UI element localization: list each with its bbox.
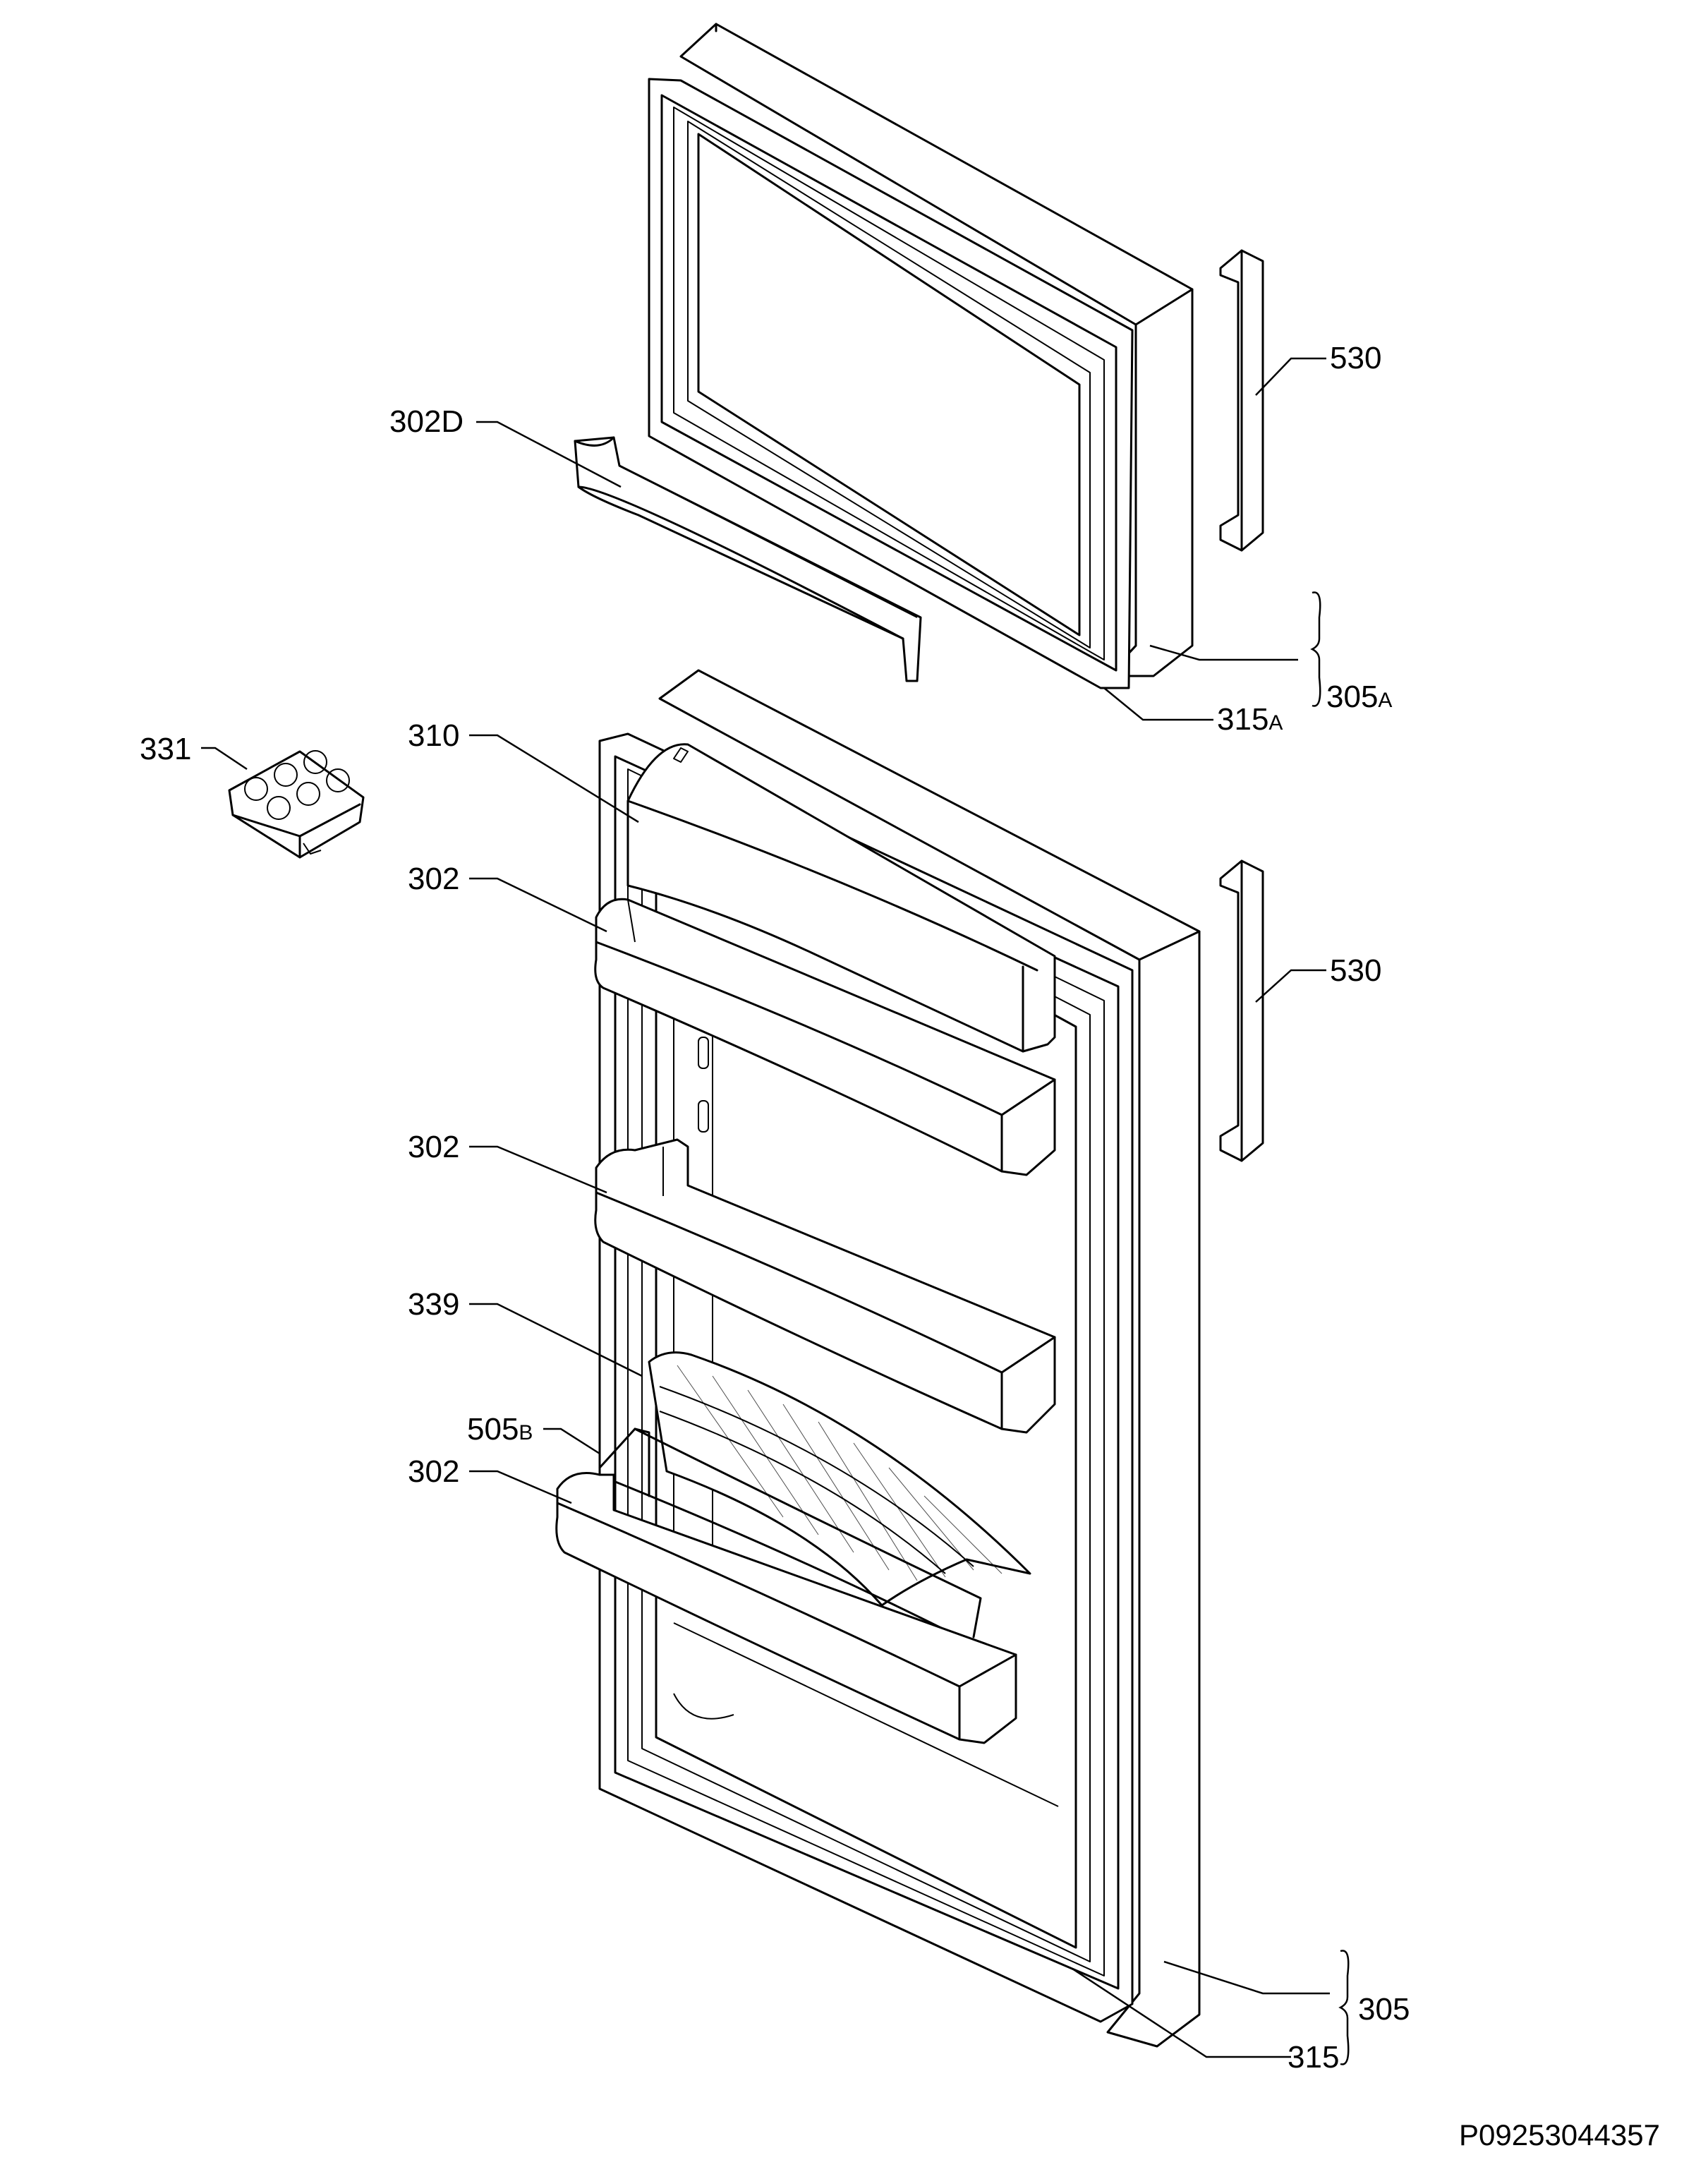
- label-530-bottom: 530: [1330, 953, 1381, 988]
- label-505b: 505B: [467, 1412, 533, 1447]
- label-305a: 305A: [1326, 680, 1392, 714]
- fridge-door-shelf-2: [594, 1138, 1056, 1434]
- label-315a: 315A: [1217, 702, 1283, 737]
- fridge-door-shelf-3: [555, 1472, 1017, 1744]
- label-339: 339: [408, 1287, 459, 1322]
- bottle-retainer: [598, 1427, 982, 1638]
- label-302d: 302D: [389, 404, 464, 439]
- fridge-door-shelf-1: [594, 898, 1056, 1176]
- freezer-door-handle: [1219, 249, 1264, 552]
- label-530-top: 530: [1330, 341, 1381, 375]
- label-302-shelf1: 302: [408, 862, 459, 896]
- fridge-door-handle: [1219, 859, 1264, 1162]
- label-302-shelf2: 302: [408, 1130, 459, 1164]
- part-labels: 530 302D 315A 305A 331 310 302 530 302 3…: [140, 341, 1660, 2151]
- egg-tray: [228, 750, 365, 859]
- label-305: 305: [1358, 1992, 1410, 2027]
- drawing-code: P09253044357: [1459, 2118, 1660, 2151]
- label-302-shelf3: 302: [408, 1454, 459, 1489]
- dairy-compartment: [626, 743, 1056, 1053]
- freezer-door-shelf: [574, 436, 922, 682]
- mesh-cover: [648, 1351, 1031, 1607]
- label-310: 310: [408, 718, 459, 753]
- freezer-door: [648, 23, 1194, 689]
- label-315: 315: [1288, 2040, 1339, 2075]
- leader-lines: [201, 357, 1350, 2065]
- label-331: 331: [140, 732, 191, 766]
